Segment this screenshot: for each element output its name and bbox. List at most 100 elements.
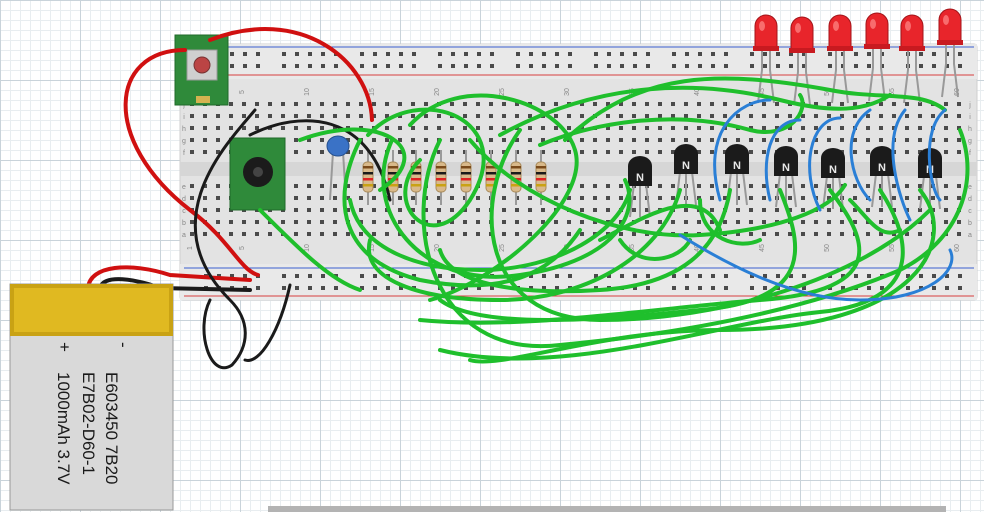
- breadboard-hole: [671, 184, 675, 188]
- breadboard-hole: [307, 150, 311, 154]
- breadboard-hole: [281, 220, 285, 224]
- wire-green: [848, 198, 902, 235]
- breadboard-rail-hole: [698, 286, 702, 290]
- transistor-label: N: [782, 162, 790, 174]
- breadboard-hole: [853, 138, 857, 142]
- breadboard-rail-hole: [932, 274, 936, 278]
- breadboard-rail-hole: [386, 286, 390, 290]
- breadboard-hole: [528, 150, 532, 154]
- breadboard-hole: [918, 196, 922, 200]
- breadboard-hole: [515, 138, 519, 142]
- breadboard-rail-hole: [633, 286, 637, 290]
- breadboard-rail-hole: [802, 52, 806, 56]
- breadboard-hole: [788, 208, 792, 212]
- breadboard-rail-hole: [282, 64, 286, 68]
- wire-green: [421, 128, 970, 349]
- row-letter: f: [183, 150, 185, 157]
- breadboard-rail-hole: [750, 52, 754, 56]
- breadboard-hole: [346, 150, 350, 154]
- pushbutton-cap[interactable]: [193, 56, 211, 74]
- breadboard-rail-hole: [672, 286, 676, 290]
- breadboard-rail-hole: [295, 274, 299, 278]
- breadboard-hole: [606, 102, 610, 106]
- breadboard-hole: [658, 102, 662, 106]
- breadboard-hole: [554, 196, 558, 200]
- breadboard-hole: [476, 102, 480, 106]
- breadboard-hole: [736, 114, 740, 118]
- breadboard-hole: [320, 208, 324, 212]
- breadboard-rail-hole: [711, 286, 715, 290]
- breadboard-rail-hole: [867, 64, 871, 68]
- breadboard-hole: [281, 102, 285, 106]
- horizontal-scrollbar[interactable]: [268, 506, 946, 512]
- breadboard-hole: [905, 102, 909, 106]
- breadboard-rail-hole: [412, 274, 416, 278]
- breadboard-hole: [801, 114, 805, 118]
- breadboard-rail-hole: [620, 52, 624, 56]
- column-number: 45: [759, 88, 766, 96]
- breadboard-hole: [203, 114, 207, 118]
- breadboard-hole: [632, 232, 636, 236]
- breadboard-hole: [359, 102, 363, 106]
- breadboard-hole: [801, 138, 805, 142]
- breadboard-hole: [489, 126, 493, 130]
- npn-transistor: N: [821, 148, 845, 210]
- breadboard-hole: [489, 138, 493, 142]
- breadboard-hole: [892, 102, 896, 106]
- breadboard-hole: [957, 184, 961, 188]
- breadboard-hole: [554, 232, 558, 236]
- red-led: [827, 14, 853, 104]
- breadboard-hole: [255, 220, 259, 224]
- breadboard-hole: [918, 102, 922, 106]
- row-letter: e: [968, 184, 972, 191]
- breadboard-hole: [242, 126, 246, 130]
- breadboard-hole: [957, 150, 961, 154]
- breadboard-hole: [541, 126, 545, 130]
- breadboard-hole: [762, 196, 766, 200]
- row-letter: h: [182, 126, 186, 133]
- breadboard-rail-hole: [919, 52, 923, 56]
- breadboard-hole: [580, 208, 584, 212]
- breadboard-hole: [918, 184, 922, 188]
- breadboard-hole: [398, 184, 402, 188]
- breadboard-hole: [372, 102, 376, 106]
- breadboard-hole: [840, 114, 844, 118]
- breadboard-hole: [580, 138, 584, 142]
- breadboard-hole: [398, 102, 402, 106]
- breadboard-hole: [489, 114, 493, 118]
- breadboard-hole: [658, 196, 662, 200]
- breadboard-hole: [866, 114, 870, 118]
- breadboard-rail-hole: [763, 64, 767, 68]
- breadboard-rail-hole: [763, 274, 767, 278]
- breadboard-hole: [827, 138, 831, 142]
- breadboard-hole: [216, 114, 220, 118]
- breadboard-hole: [658, 150, 662, 154]
- breadboard-rail-hole: [646, 64, 650, 68]
- wire-blue: [849, 108, 872, 202]
- breadboard-hole: [476, 232, 480, 236]
- breadboard-hole: [437, 208, 441, 212]
- breadboard-hole: [619, 114, 623, 118]
- breadboard-rail-hole: [919, 64, 923, 68]
- breadboard-rail-hole: [282, 274, 286, 278]
- wire-black-3: [243, 283, 292, 362]
- breadboard-hole: [502, 232, 506, 236]
- breadboard-hole: [814, 150, 818, 154]
- breadboard-hole: [333, 126, 337, 130]
- breadboard-hole: [255, 102, 259, 106]
- breadboard-hole: [294, 184, 298, 188]
- pushbutton-module[interactable]: [174, 34, 229, 106]
- breadboard-rail-hole: [750, 64, 754, 68]
- breadboard-hole: [372, 220, 376, 224]
- breadboard-hole: [827, 126, 831, 130]
- row-letter: d: [182, 196, 186, 203]
- breadboard-rail-hole: [724, 64, 728, 68]
- breadboard-hole: [385, 102, 389, 106]
- wire-green: [348, 188, 632, 273]
- breadboard-hole: [710, 114, 714, 118]
- breadboard-hole: [957, 196, 961, 200]
- transistor-label: N: [682, 160, 690, 172]
- breadboard-hole: [801, 126, 805, 130]
- breadboard-hole: [840, 126, 844, 130]
- breadboard-hole: [593, 138, 597, 142]
